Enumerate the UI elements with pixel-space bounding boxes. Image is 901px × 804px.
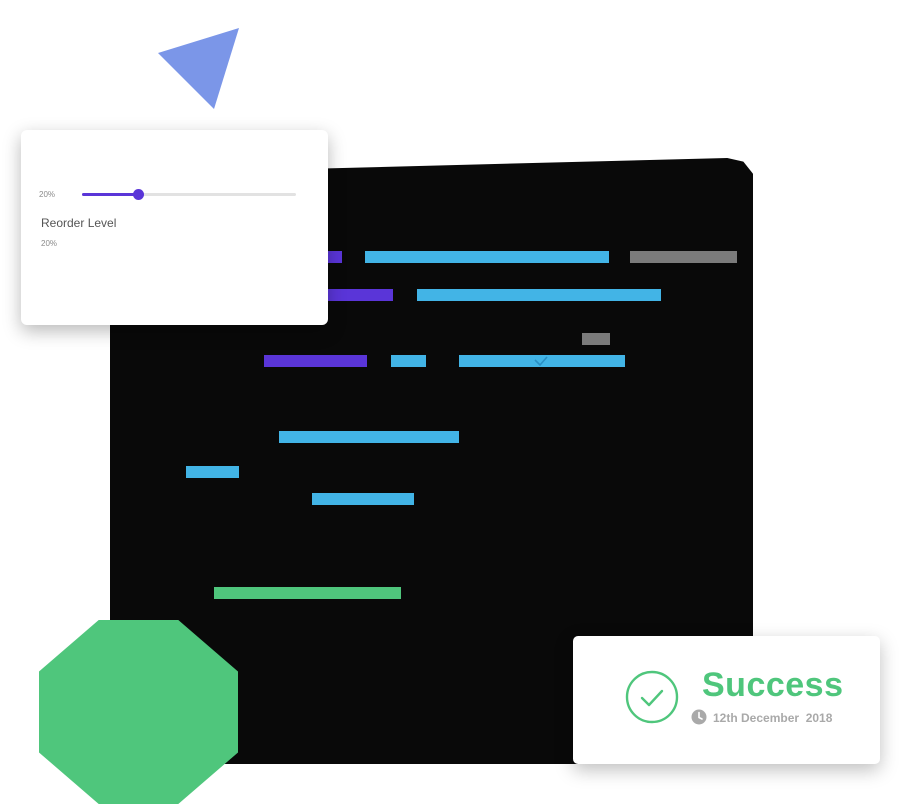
decorative-triangle [158,28,239,109]
checkmark-icon [534,356,548,367]
code-line-bar [417,289,661,301]
code-line-bar [630,251,737,263]
success-date: 12th December 2018 [713,711,833,725]
reorder-level-card: 20% Reorder Level 20% [21,130,328,325]
success-card: Success 12th December 2018 [573,636,880,764]
clock-icon [691,709,707,725]
code-line-bar [391,355,426,367]
code-line-bar [214,587,401,599]
code-line-bar [322,289,393,301]
code-line-bar [264,355,367,367]
code-line-bar [312,493,414,505]
code-line-bar [365,251,609,263]
slider-value-label: 20% [41,239,58,248]
decorative-octagon [39,620,238,804]
slider-thumb[interactable] [132,189,144,200]
code-line-bar [186,466,239,478]
code-line-bar [459,355,625,367]
check-circle-icon [625,670,679,724]
slider-title: Reorder Level [41,216,117,230]
code-line-bar [582,333,610,345]
slider-min-label: 20% [39,190,56,199]
success-title: Success [702,666,844,704]
code-line-bar [279,431,459,443]
reorder-level-slider[interactable] [82,189,296,200]
slider-fill [82,193,138,196]
